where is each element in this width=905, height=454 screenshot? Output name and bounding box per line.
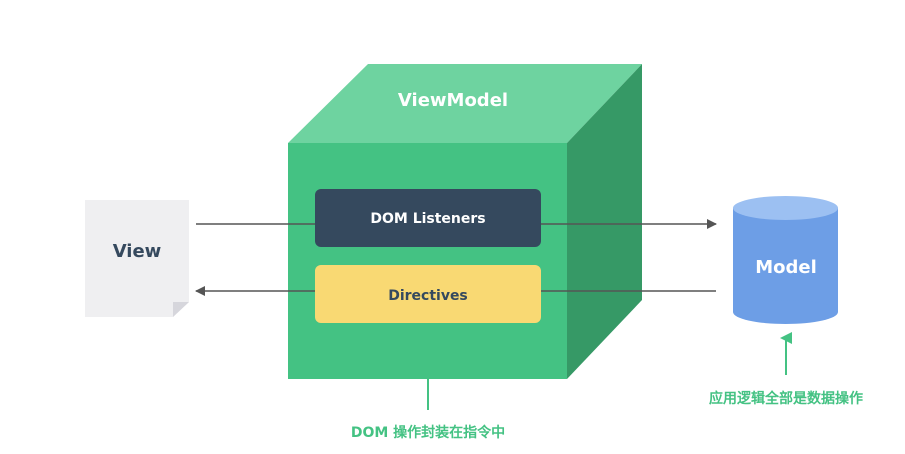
view-document-page: [85, 200, 189, 317]
directives-box: Directives: [315, 265, 541, 323]
view-label: View: [113, 241, 162, 262]
viewmodel-cube-front: [288, 143, 567, 379]
dom-ops-note: DOM 操作封装在指令中: [351, 424, 505, 441]
model-cylinder-body: [733, 208, 838, 312]
viewmodel-cube-side: [567, 64, 642, 379]
model-cylinder: Model: [733, 196, 838, 324]
model-note: 应用逻辑全部是数据操作: [709, 390, 863, 407]
directives-label: Directives: [388, 288, 468, 304]
dom-listeners-label: DOM Listeners: [370, 211, 485, 227]
model-cylinder-top: [733, 196, 838, 220]
dom-listeners-box: DOM Listeners: [315, 189, 541, 247]
model-label: Model: [755, 257, 817, 278]
model-cylinder-bottom: [733, 300, 838, 324]
viewmodel-cube-top: [288, 64, 642, 143]
view-document: View: [85, 200, 189, 317]
viewmodel-cube: ViewModel: [288, 64, 642, 379]
view-document-fold: [173, 302, 189, 317]
viewmodel-title: ViewModel: [398, 90, 508, 111]
